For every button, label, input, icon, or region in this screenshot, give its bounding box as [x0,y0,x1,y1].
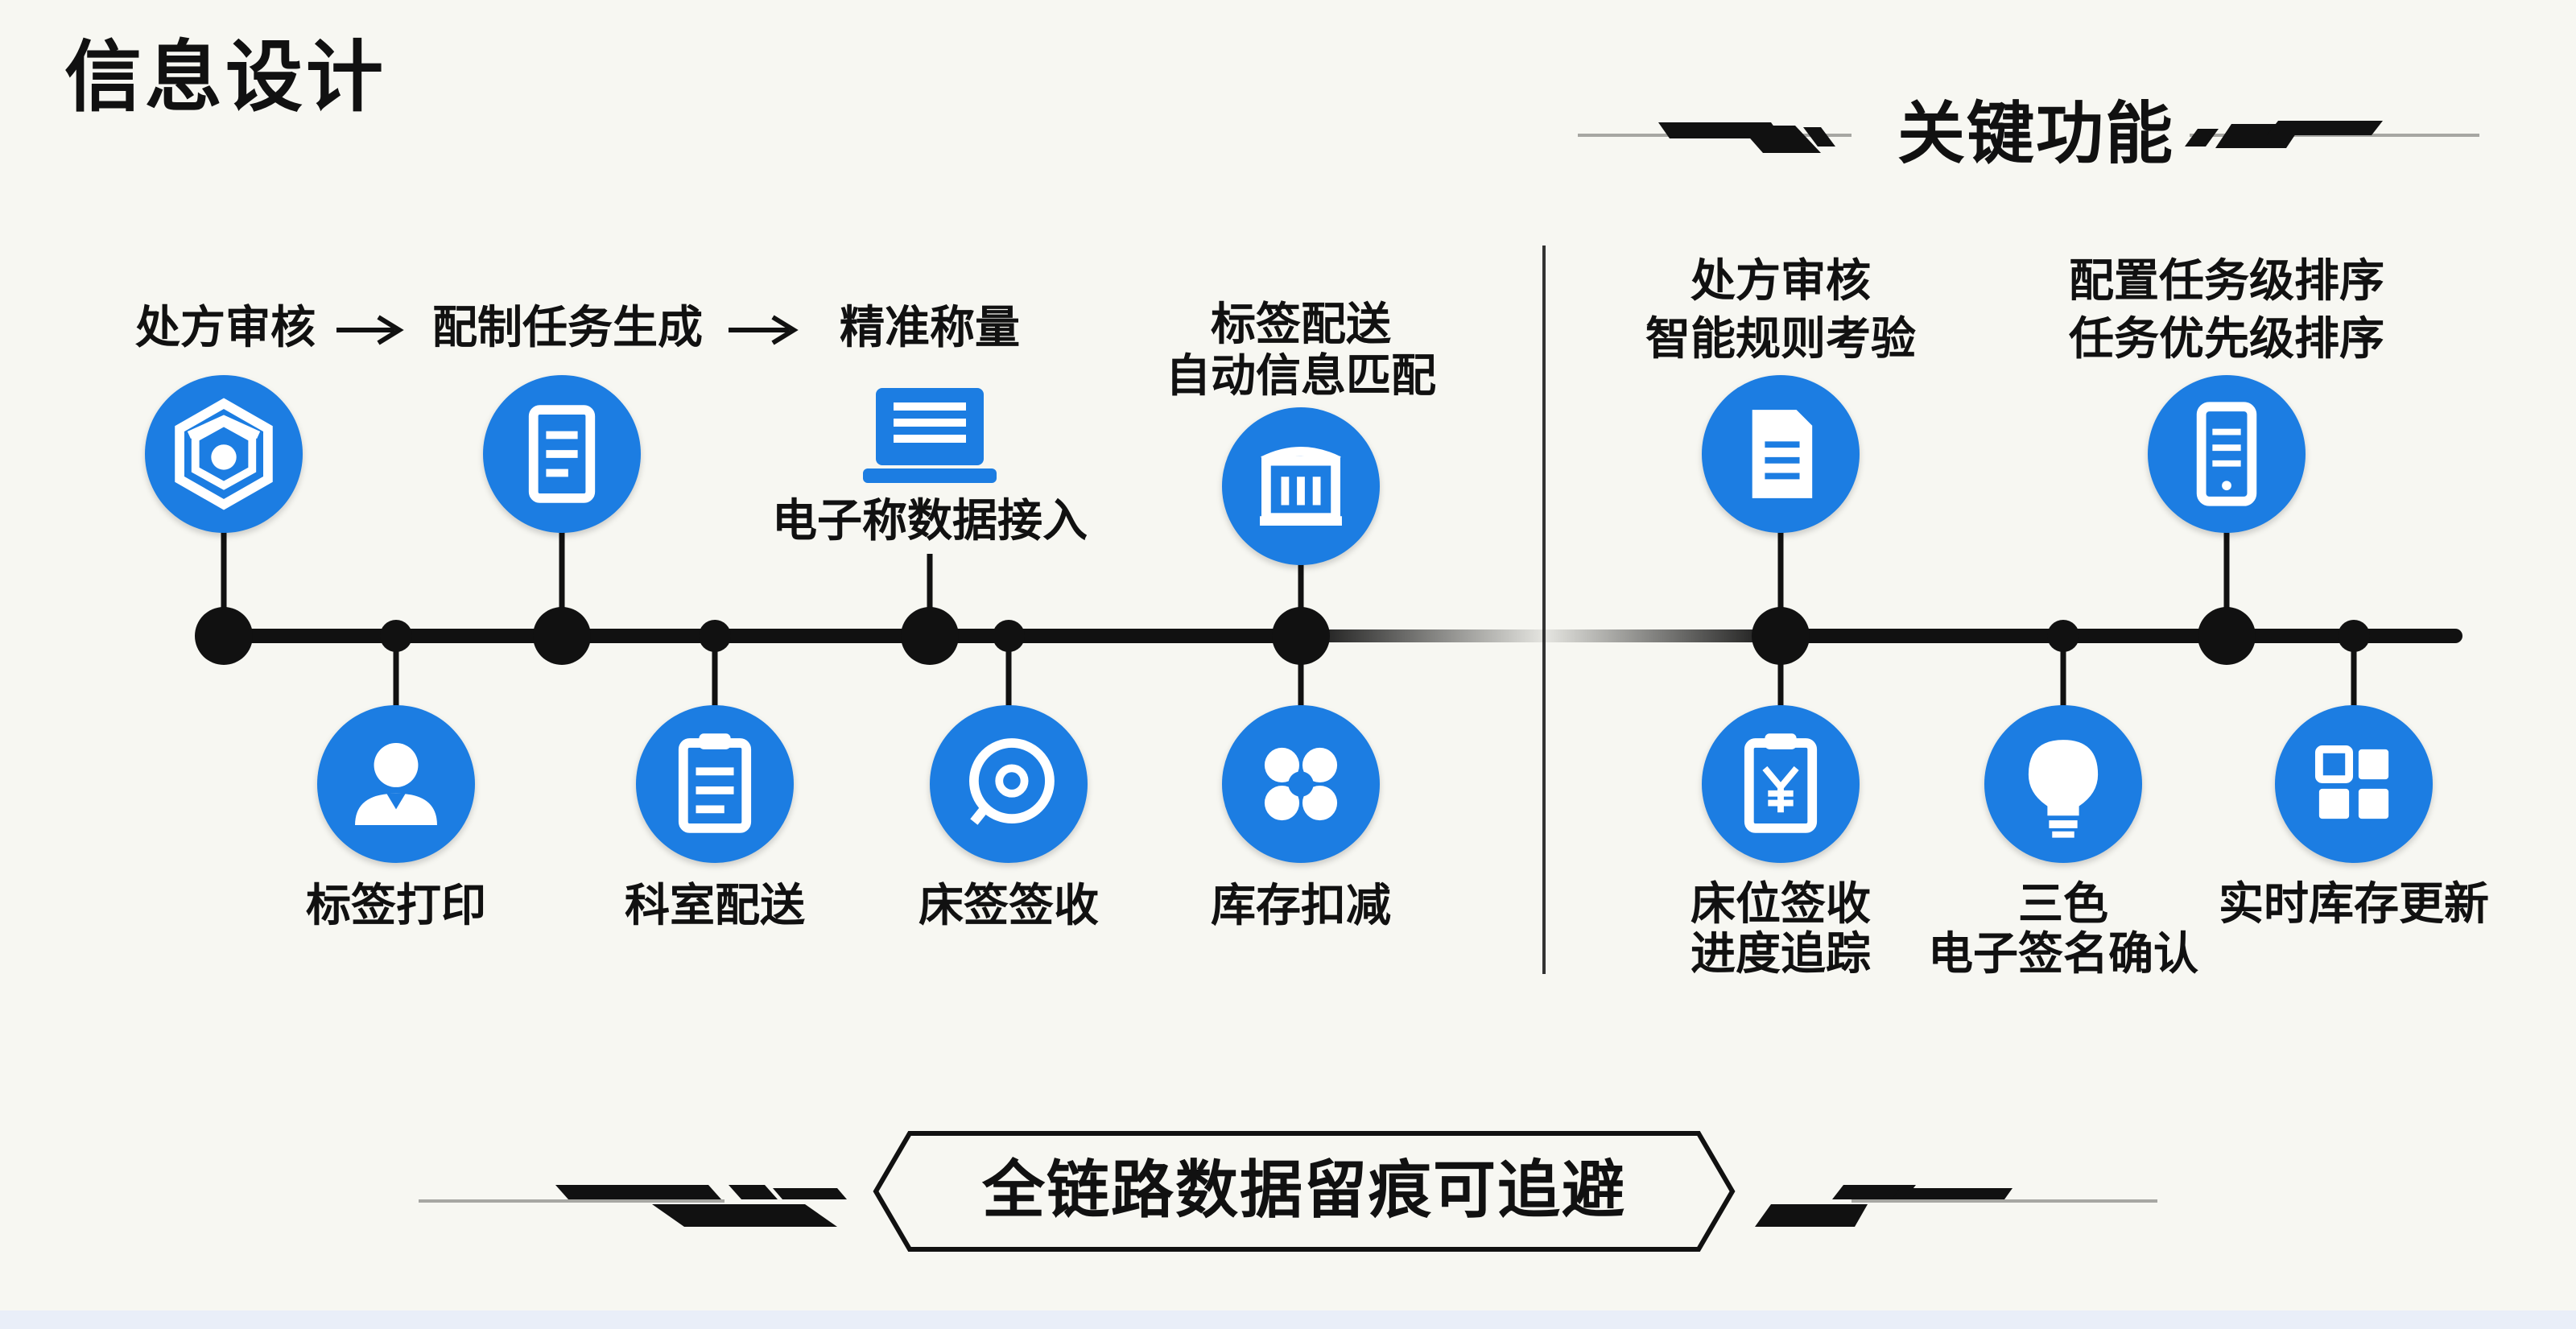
node-label: 配置任务级排序 [2069,255,2384,307]
flow-arrow-1 [336,315,404,345]
timeline-major-node [2198,607,2256,665]
timeline-right-fade [1546,629,1779,642]
node-label: 科室配送 [625,880,805,932]
footer-banner-left-decoration [419,1185,847,1227]
timeline-minor-node [2338,620,2370,652]
section-heading-left-decoration [1578,122,1852,153]
timeline-minor-node [380,620,412,652]
node-label: 电子签名确认 [1928,928,2198,980]
mobile-phone-icon [2148,375,2306,533]
flower-icon [1222,705,1380,863]
node-label: 处方审核 [1690,255,1871,307]
timeline-minor-node [699,620,731,652]
node-label: 三色 [2018,878,2108,931]
building-icon [1222,407,1380,565]
footer-banner-frame [873,1131,1736,1252]
section-heading: 关键功能 [1897,94,2174,173]
bottom-strip [0,1310,2576,1329]
node-label: 标签打印 [306,880,486,932]
document-icon [1702,375,1860,533]
node-label: 标签配送 [1211,299,1391,351]
flow-arrow-2 [729,315,799,345]
node-label: 电子称数据接入 [772,495,1088,547]
flow-step-label: 处方审核 [135,302,316,354]
footer-banner-right-decoration [1755,1185,2157,1227]
timeline-minor-node [993,620,1025,652]
flow-step-label: 精准称量 [840,302,1020,354]
node-label: 床位签收 [1690,878,1871,931]
timeline-minor-node [2047,620,2079,652]
footer-banner-text: 全链路数据留痕可追避 [981,1154,1626,1227]
timeline-major-node [1752,607,1810,665]
node-label: 智能规则考验 [1645,313,1916,365]
clipboard-list-icon [636,705,794,863]
node-label: 任务优先级排序 [2069,313,2384,365]
disc-icon [930,705,1088,863]
node-label: 库存扣减 [1211,880,1391,932]
timeline-left-fade [1302,629,1544,642]
tablet-document-icon [483,375,641,533]
node-label: 实时库存更新 [2219,878,2489,931]
timeline-major-node [1272,607,1330,665]
grid-icon [2275,705,2433,863]
yuan-clipboard-icon [1702,705,1860,863]
lightbulb-icon [1984,705,2142,863]
page-title: 信息设计 [64,32,386,122]
node-label: 床签签收 [919,880,1099,932]
laptop-screen-icon [861,385,998,489]
timeline-major-node [533,607,591,665]
flow-step-label: 配制任务生成 [432,302,703,354]
shield-hex-icon [145,375,303,533]
section-heading-right-decoration [2185,121,2479,148]
node-label: 自动信息匹配 [1166,350,1436,402]
timeline-major-node [195,607,253,665]
user-icon [317,705,475,863]
node-label: 进度追踪 [1690,928,1871,980]
timeline-major-node [901,607,959,665]
